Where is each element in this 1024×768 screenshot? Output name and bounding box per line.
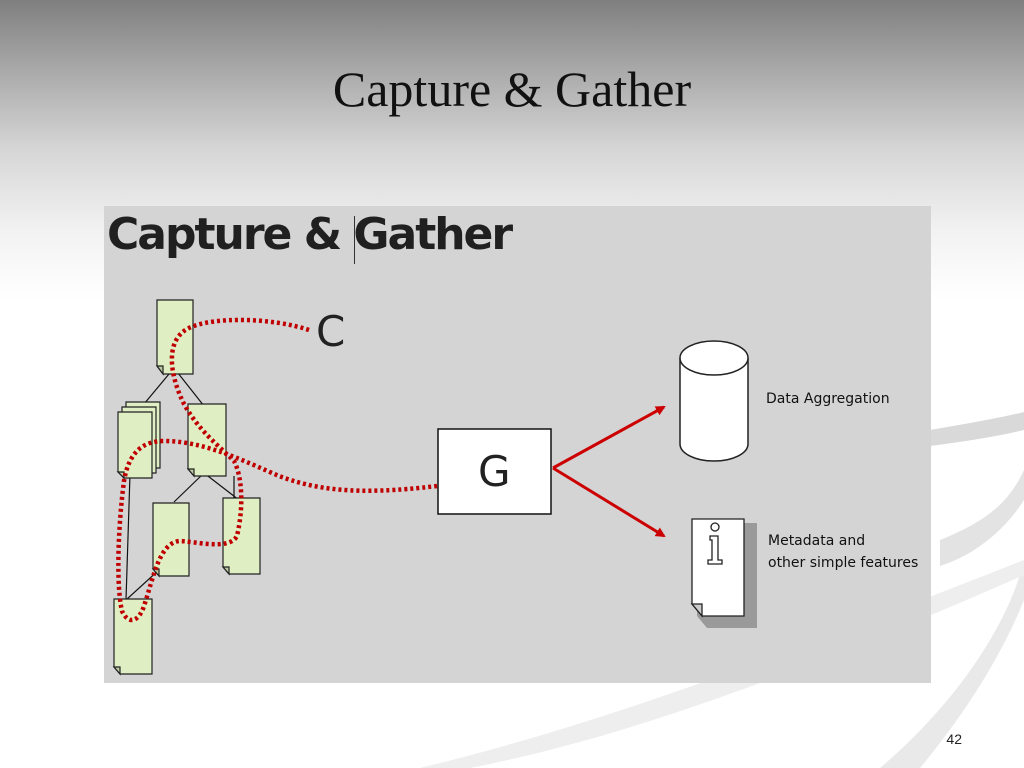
slide-page-number: 42	[946, 731, 962, 747]
metadata-label-line1: Metadata and	[768, 533, 866, 549]
capture-gather-diagram	[112, 299, 757, 676]
slide-title: Capture & Gather	[332, 61, 692, 117]
figure-title: Capture & Gather	[107, 209, 513, 260]
capture-letter: C	[316, 307, 346, 356]
gather-box	[437, 428, 552, 515]
info-document-icon	[690, 518, 757, 628]
document-icon	[112, 598, 153, 676]
gather-letter: G	[478, 447, 511, 496]
gather-arrows	[552, 405, 666, 538]
capture-dotted-path	[116, 317, 438, 623]
document-stack-icon	[116, 401, 161, 480]
capture-gather-figure: Capture & Gather	[104, 206, 931, 683]
document-icon	[155, 299, 194, 376]
database-cylinder-icon	[679, 340, 749, 462]
text-cursor	[354, 216, 355, 264]
metadata-label-line2: other simple features	[768, 555, 919, 571]
data-aggregation-label: Data Aggregation	[766, 391, 890, 407]
document-icon	[221, 497, 261, 576]
document-icon	[186, 403, 227, 478]
